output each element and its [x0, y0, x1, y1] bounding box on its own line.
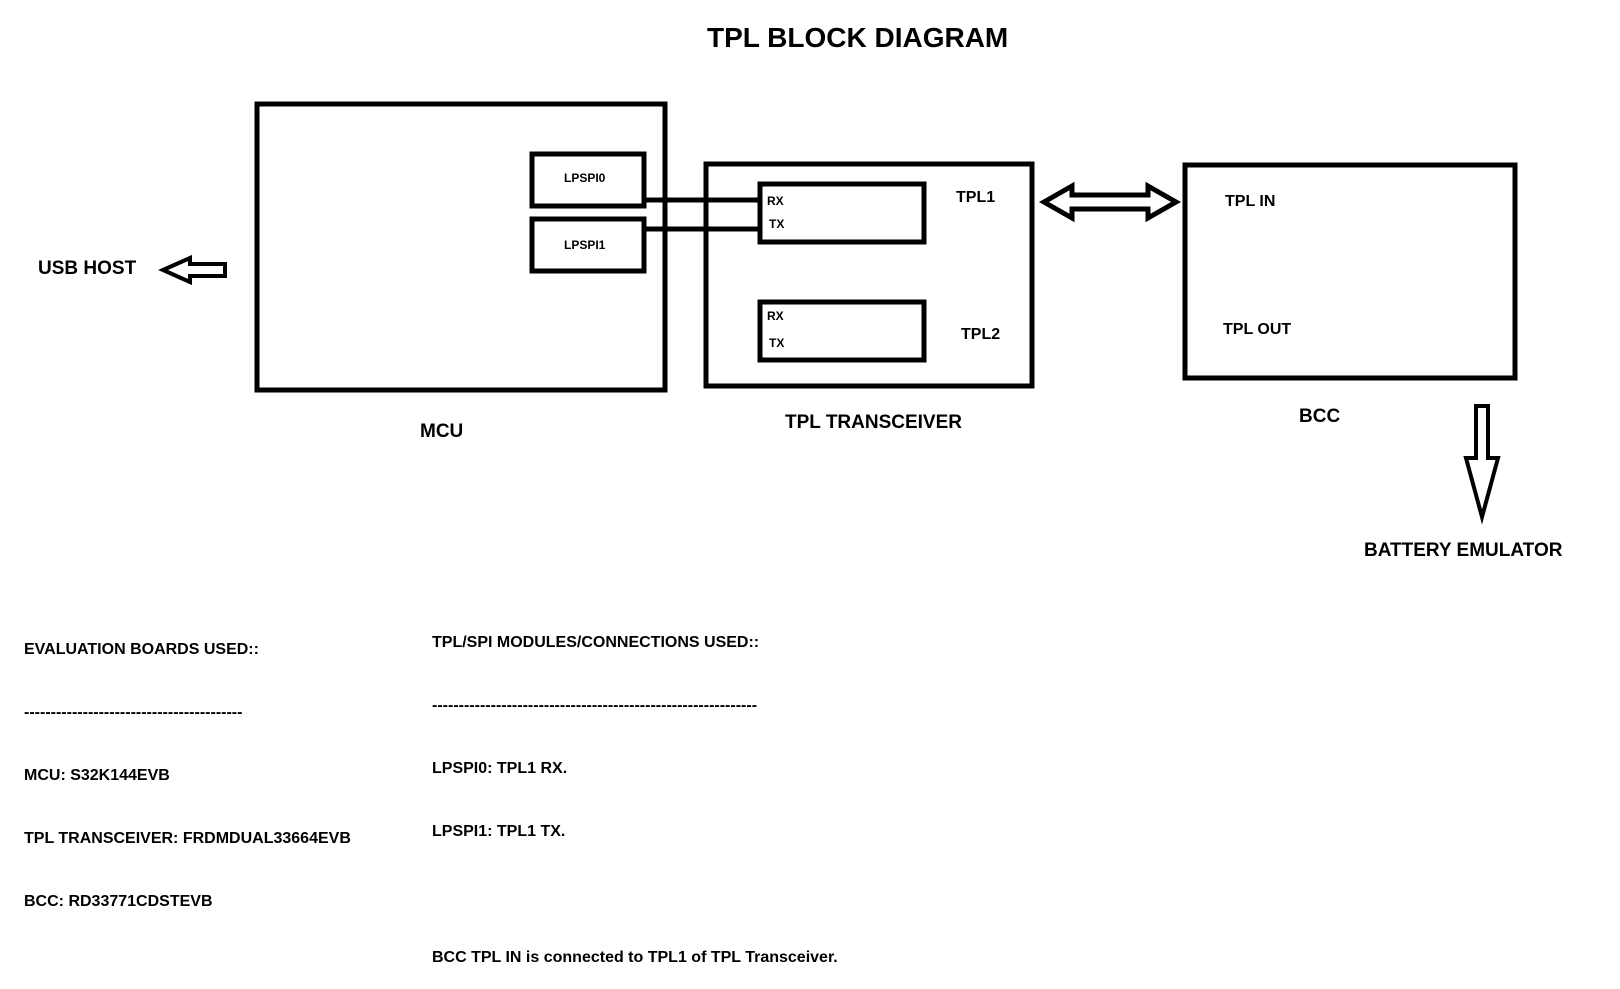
- mcu-block[interactable]: [254, 101, 668, 393]
- mcu-label: MCU: [420, 421, 464, 442]
- boards-heading: EVALUATION BOARDS USED::: [24, 641, 259, 658]
- modules-footer: BCC TPL IN is connected to TPL1 of TPL T…: [432, 949, 838, 966]
- modules-heading: TPL/SPI MODULES/CONNECTIONS USED::: [432, 634, 760, 651]
- block-diagram-canvas: [158, 101, 1518, 525]
- tpl-transceiver-label: TPL TRANSCEIVER: [785, 412, 963, 433]
- tpl1-port-block[interactable]: [757, 181, 927, 245]
- usb-arrow-left-icon: [158, 254, 227, 286]
- bcc-label: BCC: [1299, 406, 1341, 427]
- spacer: [432, 884, 838, 905]
- bcc-block[interactable]: [1182, 162, 1518, 381]
- boards-line: MCU: S32K144EVB: [24, 767, 170, 784]
- tpl1-tx-label: TX: [769, 217, 785, 231]
- boards-notes: EVALUATION BOARDS USED:: ---------------…: [24, 597, 351, 933]
- bcc-tpl-out-label: TPL OUT: [1223, 321, 1292, 338]
- lpspi0-block[interactable]: [529, 151, 647, 209]
- lpspi1-label: LPSPI1: [564, 238, 606, 252]
- bidirectional-arrow-icon: [1038, 181, 1182, 223]
- modules-line: LPSPI0: TPL1 RX.: [432, 760, 568, 777]
- boards-line: TPL TRANSCEIVER: FRDMDUAL33664EVB: [24, 830, 351, 847]
- tpl2-port-block[interactable]: [757, 299, 927, 363]
- modules-line: LPSPI1: TPL1 TX.: [432, 823, 566, 840]
- bcc-tpl-in-label: TPL IN: [1225, 193, 1276, 210]
- diagram-title: TPL BLOCK DIAGRAM: [707, 22, 1009, 53]
- tpl2-tx-label: TX: [769, 336, 785, 350]
- usb-host-label: USB HOST: [38, 258, 137, 279]
- tpl2-label: TPL2: [961, 326, 1001, 343]
- tpl-transceiver-block[interactable]: [703, 161, 1035, 389]
- battery-arrow-down-icon: [1463, 404, 1501, 525]
- tpl2-rx-label: RX: [767, 309, 784, 323]
- tpl1-label: TPL1: [956, 189, 996, 206]
- tpl1-rx-label: RX: [767, 194, 784, 208]
- lpspi1-block[interactable]: [529, 216, 647, 274]
- battery-emulator-label: BATTERY EMULATOR: [1364, 540, 1563, 561]
- boards-rule: ----------------------------------------…: [24, 704, 243, 721]
- lpspi0-label: LPSPI0: [564, 171, 606, 185]
- modules-notes: TPL/SPI MODULES/CONNECTIONS USED:: -----…: [432, 590, 838, 989]
- boards-line: BCC: RD33771CDSTEVB: [24, 893, 213, 910]
- modules-rule: ----------------------------------------…: [432, 697, 758, 714]
